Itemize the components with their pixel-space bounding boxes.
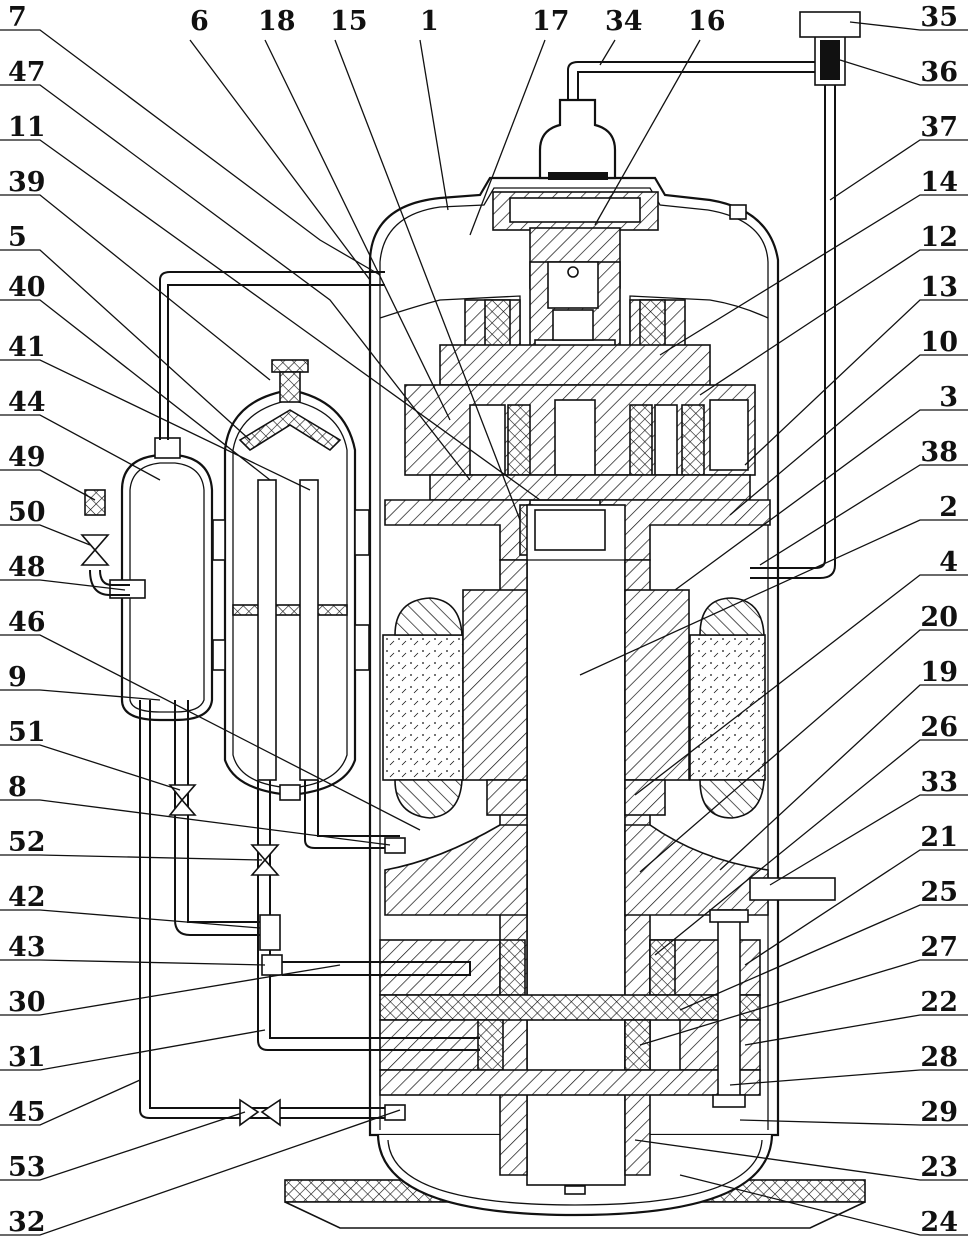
label-44: 44 xyxy=(8,387,46,418)
label-48: 48 xyxy=(8,552,46,583)
label-16: 16 xyxy=(688,6,726,37)
label-50: 50 xyxy=(8,497,46,528)
label-21: 21 xyxy=(920,822,958,853)
valve-53 xyxy=(240,1100,280,1125)
label-14: 14 xyxy=(920,167,958,198)
label-19: 19 xyxy=(920,657,958,688)
label-42: 42 xyxy=(8,882,46,913)
label-10: 10 xyxy=(920,327,958,358)
label-40: 40 xyxy=(8,272,46,303)
label-26: 26 xyxy=(920,712,958,743)
label-46: 46 xyxy=(8,607,46,638)
label-20: 20 xyxy=(920,602,958,633)
top-labels: 6 18 15 1 17 34 16 xyxy=(190,6,726,37)
valve-50 xyxy=(82,535,108,565)
label-23: 23 xyxy=(920,1152,958,1183)
label-2: 2 xyxy=(939,492,958,523)
label-52: 52 xyxy=(8,827,46,858)
right-labels: 35 36 37 14 12 13 10 3 38 2 4 20 19 26 3… xyxy=(920,2,958,1238)
label-47: 47 xyxy=(8,57,46,88)
label-33: 33 xyxy=(920,767,958,798)
label-22: 22 xyxy=(920,987,958,1018)
label-7: 7 xyxy=(8,2,27,33)
label-51: 51 xyxy=(8,717,46,748)
label-39: 39 xyxy=(8,167,46,198)
label-3: 3 xyxy=(939,382,958,413)
label-13: 13 xyxy=(920,272,958,303)
accumulator-right xyxy=(213,360,369,800)
label-32: 32 xyxy=(8,1207,46,1238)
label-25: 25 xyxy=(920,877,958,908)
label-41: 41 xyxy=(8,332,46,363)
label-15: 15 xyxy=(330,6,368,37)
label-6: 6 xyxy=(190,6,209,37)
label-38: 38 xyxy=(920,437,958,468)
label-35: 35 xyxy=(920,2,958,33)
label-36: 36 xyxy=(920,57,958,88)
label-27: 27 xyxy=(920,932,958,963)
label-43: 43 xyxy=(8,932,46,963)
label-37: 37 xyxy=(920,112,958,143)
label-17: 17 xyxy=(532,6,570,37)
label-53: 53 xyxy=(8,1152,46,1183)
label-9: 9 xyxy=(8,662,27,693)
label-28: 28 xyxy=(920,1042,958,1073)
label-49: 49 xyxy=(8,442,46,473)
accumulator-left xyxy=(110,438,212,720)
label-18: 18 xyxy=(258,6,296,37)
label-45: 45 xyxy=(8,1097,46,1128)
label-30: 30 xyxy=(8,987,46,1018)
label-29: 29 xyxy=(920,1097,958,1128)
label-8: 8 xyxy=(8,772,27,803)
valve-51 xyxy=(170,785,195,815)
left-labels: 7 47 11 39 5 40 41 44 49 50 48 46 9 51 8… xyxy=(8,2,46,1238)
label-11: 11 xyxy=(8,112,46,143)
label-5: 5 xyxy=(8,222,27,253)
label-24: 24 xyxy=(920,1207,958,1238)
label-4: 4 xyxy=(939,547,958,578)
label-1: 1 xyxy=(420,6,439,37)
label-34: 34 xyxy=(605,6,643,37)
label-12: 12 xyxy=(920,222,958,253)
label-31: 31 xyxy=(8,1042,46,1073)
